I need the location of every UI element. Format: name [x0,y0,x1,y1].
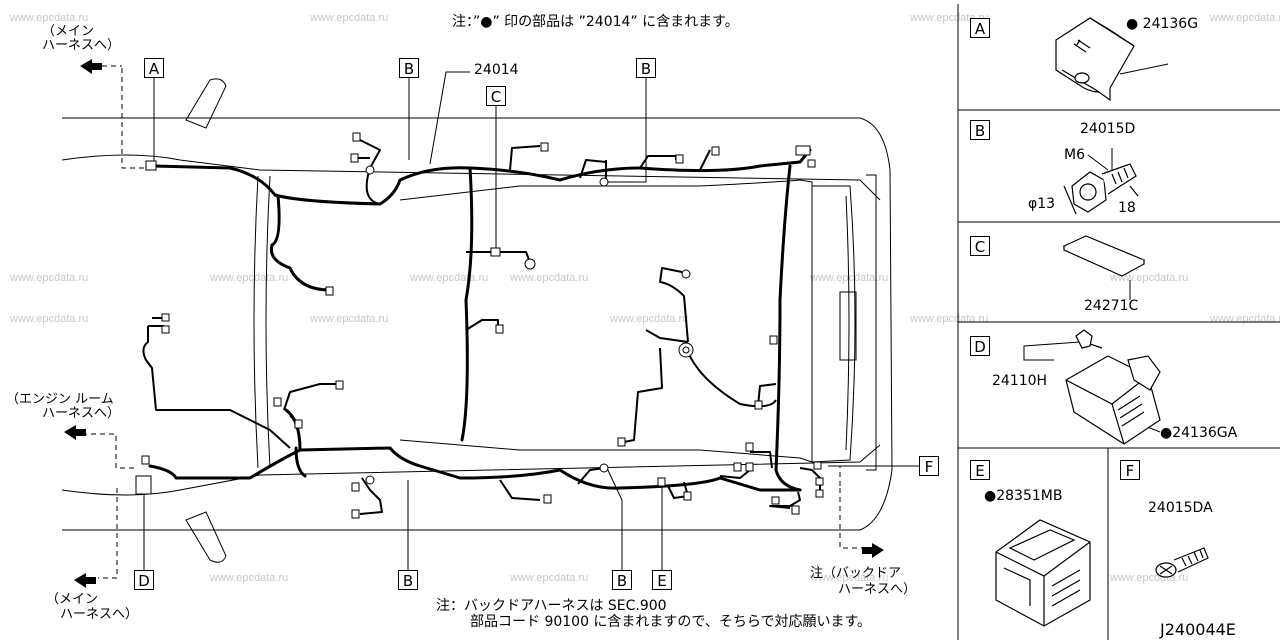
part-f-label: 24015DA [1148,500,1213,516]
diagram-label-b: B [636,58,656,78]
part-b-diameter: φ13 [1028,196,1056,212]
part-d-second-label: ●24136GA [1160,425,1237,441]
watermark: www.epcdata.ru [1210,12,1280,24]
parts-panel-label-b: B [970,120,990,140]
parts-panel-label-c: C [970,236,990,256]
diagram-label-e: E [652,570,672,590]
watermark: www.epcdata.ru [510,272,589,284]
part-a-label: ● 24136G [1126,16,1198,32]
callout-back-door-line2: ハーネスへ） [838,582,917,597]
callout-main-harness-bottom-line1: （メイン [46,592,99,607]
part-b-thread: M6 [1064,147,1085,163]
part-code: 24136G [1142,16,1199,32]
callout-main-harness-bottom-line2: ハーネスへ） [60,607,139,622]
bullet-icon: ● [1160,425,1173,441]
watermark: www.epcdata.ru [210,572,289,584]
callout-main-harness-top-line2: ハーネスへ） [42,38,121,53]
watermark: www.epcdata.ru [910,12,989,24]
bullet-icon: ● [984,488,997,504]
part-b-length: 18 [1118,200,1136,216]
parts-panel-label-d: D [970,336,990,356]
watermark: www.epcdata.ru [210,272,289,284]
watermark: www.epcdata.ru [310,12,389,24]
part-e-label: ●28351MB [984,488,1062,504]
diagram-label-a: A [144,58,164,78]
watermark: www.epcdata.ru [10,313,89,325]
part-code: 28351MB [996,488,1063,504]
diagram-label-f: F [919,456,939,476]
header-note: 注：”●” 印の部品は ”24014” に含まれます。 [452,14,739,30]
parts-panel-label-a: A [970,18,990,38]
diagram-label-b: B [612,570,632,590]
footer-note-line1: 注：バックドアハーネスは SEC.900 [436,598,667,614]
callout-engine-room-line2: ハーネスへ） [42,406,121,421]
diagram-label-c: C [486,86,506,106]
watermark: www.epcdata.ru [10,12,89,24]
bullet-icon: ● [1126,16,1139,32]
parts-panel-label-f: F [1120,460,1140,480]
watermark: www.epcdata.ru [610,313,689,325]
callout-back-door-line1: 注（バックドア [810,566,902,581]
footer-note-line2: 部品コード 90100 に含まれますので、そちらで対応願います。 [470,614,872,630]
diagram-label-b: B [399,58,419,78]
callout-main-harness-top-line1: （メイン [42,24,95,39]
watermark: www.epcdata.ru [510,572,589,584]
diagram-code: J240044E [1160,620,1236,639]
parts-panel-label-e: E [970,460,990,480]
diagram-label-d: D [134,570,154,590]
watermark: www.epcdata.ru [310,313,389,325]
watermark: www.epcdata.ru [810,572,889,584]
part-code: 24136GA [1172,425,1238,441]
part-c-label: 24271C [1084,298,1139,314]
part-b-label: 24015D [1080,121,1136,137]
diagram-label-b: B [398,570,418,590]
callout-engine-room-line1: （エンジン ルーム [6,392,114,407]
part-d-label: 24110H [992,373,1048,389]
watermark: www.epcdata.ru [10,272,89,284]
harness-ref-24014: 24014 [474,62,519,78]
